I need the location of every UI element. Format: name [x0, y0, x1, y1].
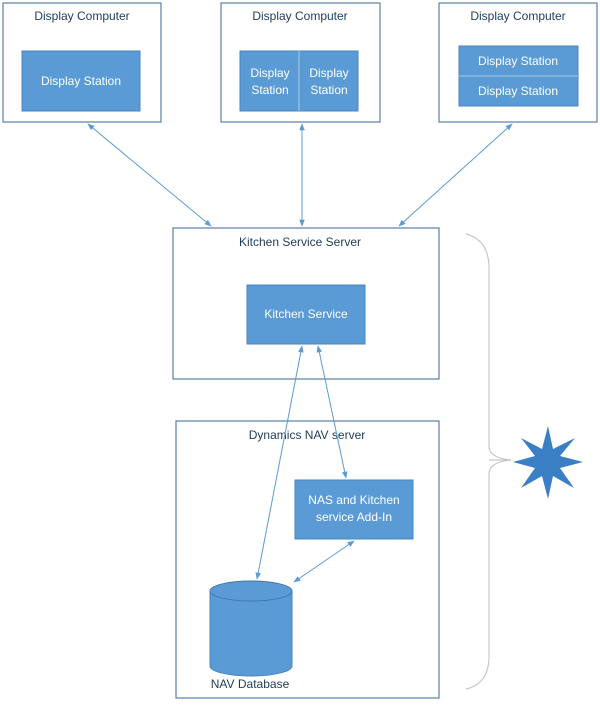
scope-bracket	[465, 233, 512, 690]
text-line: Station	[310, 83, 347, 97]
display-station-top-label: Display Station	[478, 54, 558, 68]
kitchen-service-label: Kitchen Service	[264, 307, 348, 321]
kitchen-service-server: Kitchen Service Server Kitchen Service	[172, 227, 440, 380]
kitchen-service-box	[246, 284, 366, 345]
nav-database-label: NAV Database	[211, 677, 290, 691]
text-line: service Add-In	[316, 510, 392, 524]
text-line: Station	[251, 83, 288, 97]
display-computer-1-title: Display Computer	[34, 9, 129, 23]
display-station-bottom-label: Display Station	[478, 84, 558, 98]
display-station-label: Display Station	[41, 74, 121, 88]
arrow-computer1-server	[87, 123, 212, 227]
display-computer-1: Display Computer Display Station	[2, 2, 162, 123]
display-computer-3-title: Display Computer	[470, 9, 565, 23]
dynamics-nav-server-title: Dynamics NAV server	[249, 428, 365, 442]
star-icon	[513, 426, 583, 499]
nas-addin-box	[294, 479, 414, 540]
display-computer-2-title: Display Computer	[252, 9, 347, 23]
display-station-box	[21, 50, 141, 112]
arrow-computer3-server	[398, 123, 513, 227]
kitchen-service-server-title: Kitchen Service Server	[239, 235, 361, 249]
arrow-service-database	[255, 345, 304, 580]
display-computer-3: Display Computer Display Station Display…	[438, 2, 598, 123]
database-icon	[209, 580, 293, 677]
arrow-service-addin	[316, 345, 348, 479]
arrow-addin-database	[293, 540, 355, 583]
